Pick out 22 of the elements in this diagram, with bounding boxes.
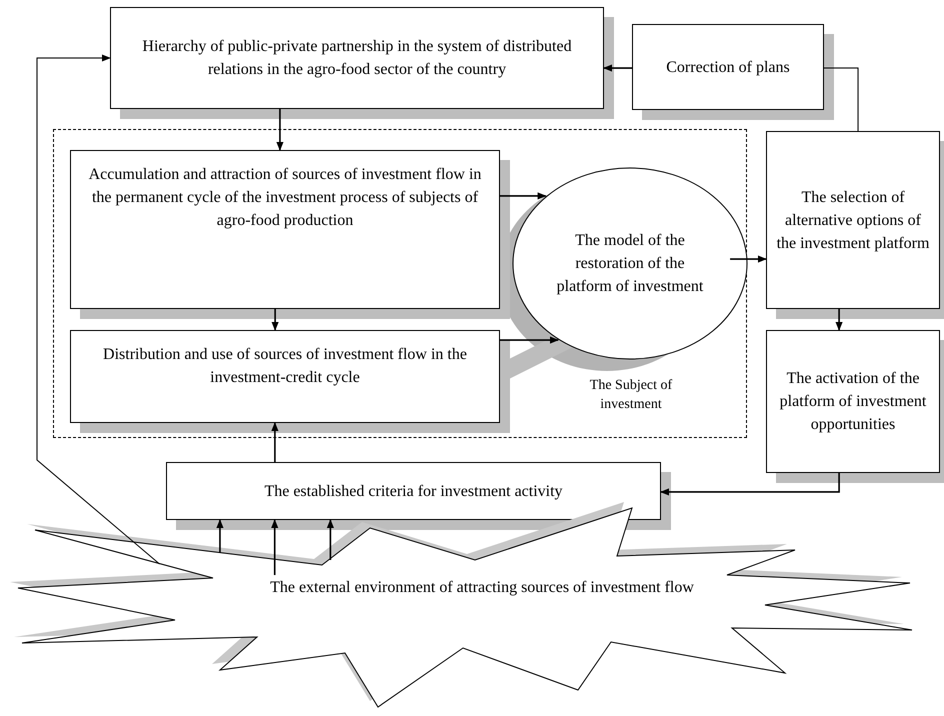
arrow bbox=[603, 64, 632, 72]
node-text: Accumulation and attraction of sources of investment flow in the permanent cycle of the investment process of subjects of agro-food production bbox=[88, 165, 482, 231]
node-text: Hierarchy of public-private partnership in the system of distributed relations in the agro-food sector of the country bbox=[141, 37, 573, 80]
node-text: The selection of alternative options of the investment platform bbox=[776, 188, 930, 254]
arrow bbox=[272, 309, 279, 331]
node-text: Distribution and use of sources of investment flow in the investment-credit cycle bbox=[102, 345, 468, 388]
arrow bbox=[36, 54, 160, 565]
node-caption: The Subject of investment bbox=[590, 378, 672, 412]
node-text: Correction of plans bbox=[666, 58, 790, 78]
arrow bbox=[500, 336, 560, 344]
arrow bbox=[500, 192, 547, 200]
arrow bbox=[730, 255, 767, 263]
node-text: The external environment of attracting sources of investment flow bbox=[270, 578, 694, 598]
node-text: The activation of the platform of investment opportunities bbox=[778, 369, 928, 435]
arrow bbox=[276, 109, 284, 151]
node-text: The model of the restoration of the platform of investment bbox=[556, 231, 704, 297]
arrow bbox=[660, 473, 840, 496]
arrow bbox=[271, 519, 278, 576]
arrow bbox=[835, 309, 843, 331]
node-text: The established criteria for investment activity bbox=[264, 482, 563, 502]
arrow bbox=[271, 422, 278, 462]
arrow bbox=[216, 519, 224, 553]
